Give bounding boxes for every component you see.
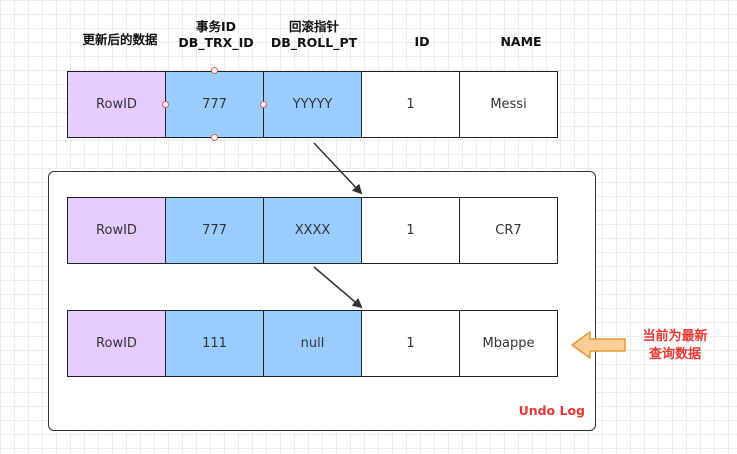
undo-row-1-roll-pointer-cell: XXXX bbox=[263, 197, 362, 264]
current-row[interactable]: RowID 777 YYYYY 1 Messi bbox=[67, 71, 558, 138]
selection-handle-right[interactable] bbox=[260, 101, 267, 108]
undo-row-1-rowid-cell: RowID bbox=[67, 197, 166, 264]
latest-data-note-line1: 当前为最新 bbox=[642, 329, 708, 344]
undo-row-1-name-cell: CR7 bbox=[459, 197, 558, 264]
selection-handle-top[interactable] bbox=[211, 67, 218, 74]
header-roll-pointer-line1: 回滚指针 bbox=[288, 19, 339, 34]
roll-pointer-arrow-2 bbox=[313, 266, 363, 309]
selection-handle-left[interactable] bbox=[162, 101, 169, 108]
current-row-name-cell: Messi bbox=[459, 71, 558, 138]
header-id: ID bbox=[414, 34, 430, 49]
current-row-id-cell: 1 bbox=[361, 71, 460, 138]
undo-log-label: Undo Log bbox=[518, 403, 585, 418]
header-roll-pointer-line2: DB_ROLL_PT bbox=[270, 35, 358, 50]
undo-row-2-trx-id-cell: 111 bbox=[165, 310, 264, 377]
undo-row-2-rowid-cell: RowID bbox=[67, 310, 166, 377]
undo-row-1-trx-id-cell: 777 bbox=[165, 197, 264, 264]
undo-row-2-roll-pointer-cell: null bbox=[263, 310, 362, 377]
selection-handle-bottom[interactable] bbox=[211, 134, 218, 141]
header-updated-data: 更新后的数据 bbox=[82, 32, 158, 47]
undo-row-2[interactable]: RowID 111 null 1 Mbappe bbox=[67, 310, 558, 377]
header-roll-pointer: 回滚指针 DB_ROLL_PT bbox=[264, 19, 364, 51]
current-row-roll-pointer-cell: YYYYY bbox=[263, 71, 362, 138]
latest-data-note-line2: 查询数据 bbox=[648, 347, 701, 362]
undo-row-1[interactable]: RowID 777 XXXX 1 CR7 bbox=[67, 197, 558, 264]
left-arrow-icon bbox=[571, 331, 626, 359]
roll-pointer-arrow-1 bbox=[313, 142, 363, 195]
header-trx-id: 事务ID DB_TRX_ID bbox=[166, 19, 266, 51]
latest-data-note: 当前为最新 查询数据 bbox=[630, 328, 720, 364]
header-trx-id-line2: DB_TRX_ID bbox=[178, 35, 254, 50]
current-row-rowid-cell: RowID bbox=[67, 71, 166, 138]
undo-row-2-name-cell: Mbappe bbox=[459, 310, 558, 377]
header-trx-id-line1: 事务ID bbox=[195, 19, 237, 34]
header-name: NAME bbox=[500, 34, 542, 49]
